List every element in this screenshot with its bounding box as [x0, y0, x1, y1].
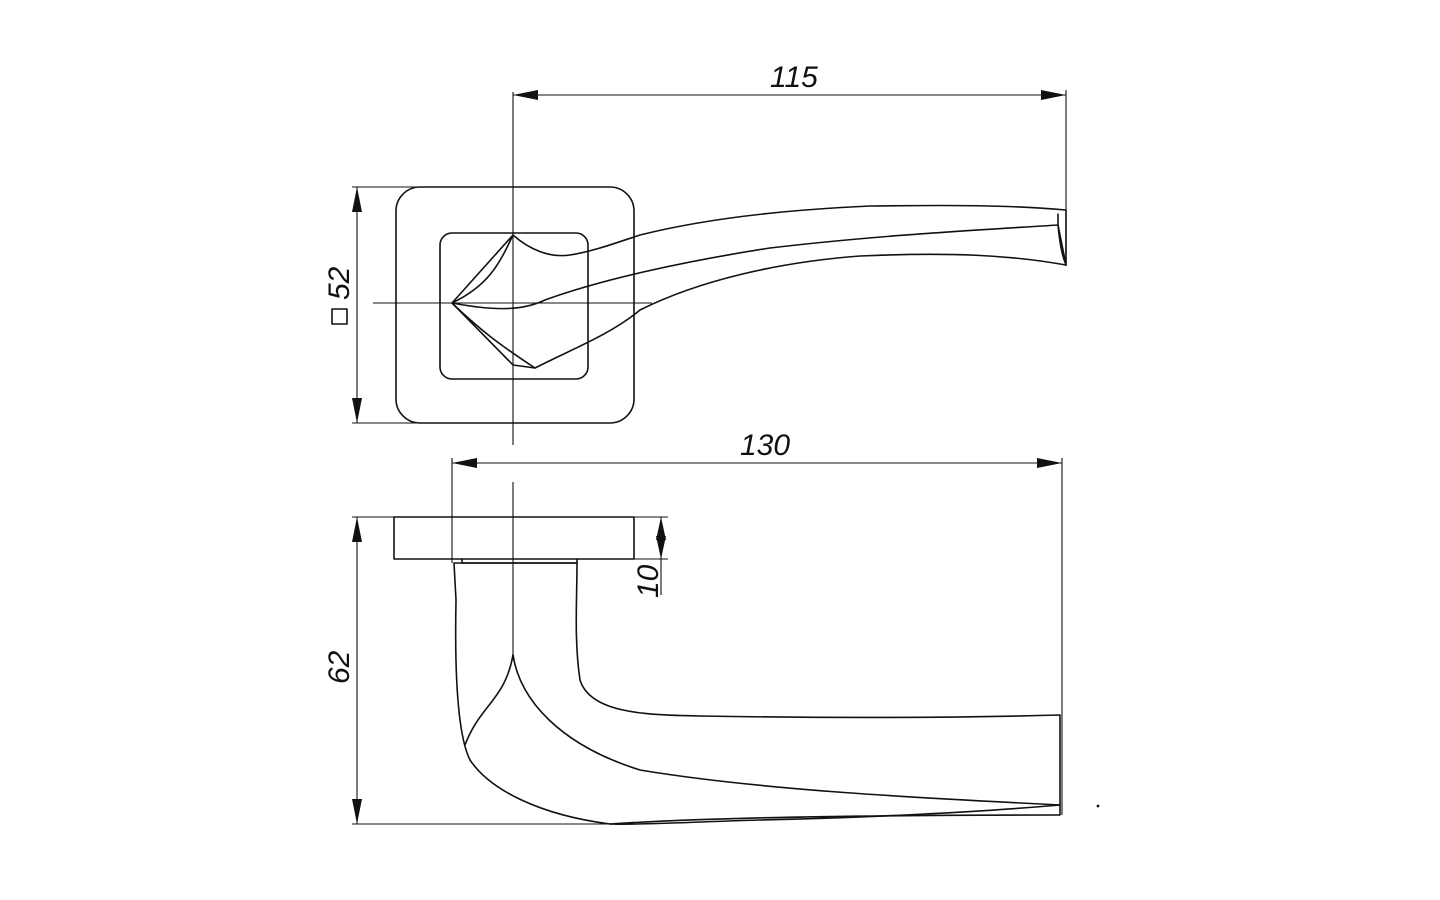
- lever-side-outline: [453, 562, 1061, 825]
- stray-dot: [1096, 804, 1100, 808]
- lever-top-facet: [451, 234, 514, 304]
- side-view: [393, 482, 1061, 825]
- lever-top-outline: [451, 204, 1067, 369]
- rosette-outer: [395, 186, 635, 424]
- lever-side-inner-curve: [512, 654, 1061, 806]
- dimension-rosette-square: 52: [323, 186, 420, 424]
- dimension-label-52: 52: [323, 266, 356, 300]
- dimension-rosette-thickness: 10: [632, 516, 668, 598]
- dimension-label-10: 10: [632, 564, 665, 598]
- lever-side-inner-left: [464, 654, 514, 746]
- square-symbol-icon: [331, 308, 348, 325]
- dimension-top-length: 115: [513, 61, 1067, 265]
- lever-tip-edge: [1057, 213, 1067, 266]
- dimension-total-height: 62: [323, 516, 610, 825]
- dimension-bottom-length: 130: [451, 429, 1063, 815]
- top-view: [373, 92, 1067, 445]
- dimension-label-130: 130: [740, 429, 790, 462]
- rosette-plate-side: [393, 516, 635, 560]
- rosette-inner: [439, 232, 589, 380]
- dimension-label-62: 62: [323, 650, 356, 684]
- dimension-label-115: 115: [770, 61, 818, 94]
- lever-top-facet-lower: [451, 302, 536, 369]
- lever-top-ridge: [451, 224, 1067, 310]
- lever-side-bottom-edge: [609, 804, 1061, 825]
